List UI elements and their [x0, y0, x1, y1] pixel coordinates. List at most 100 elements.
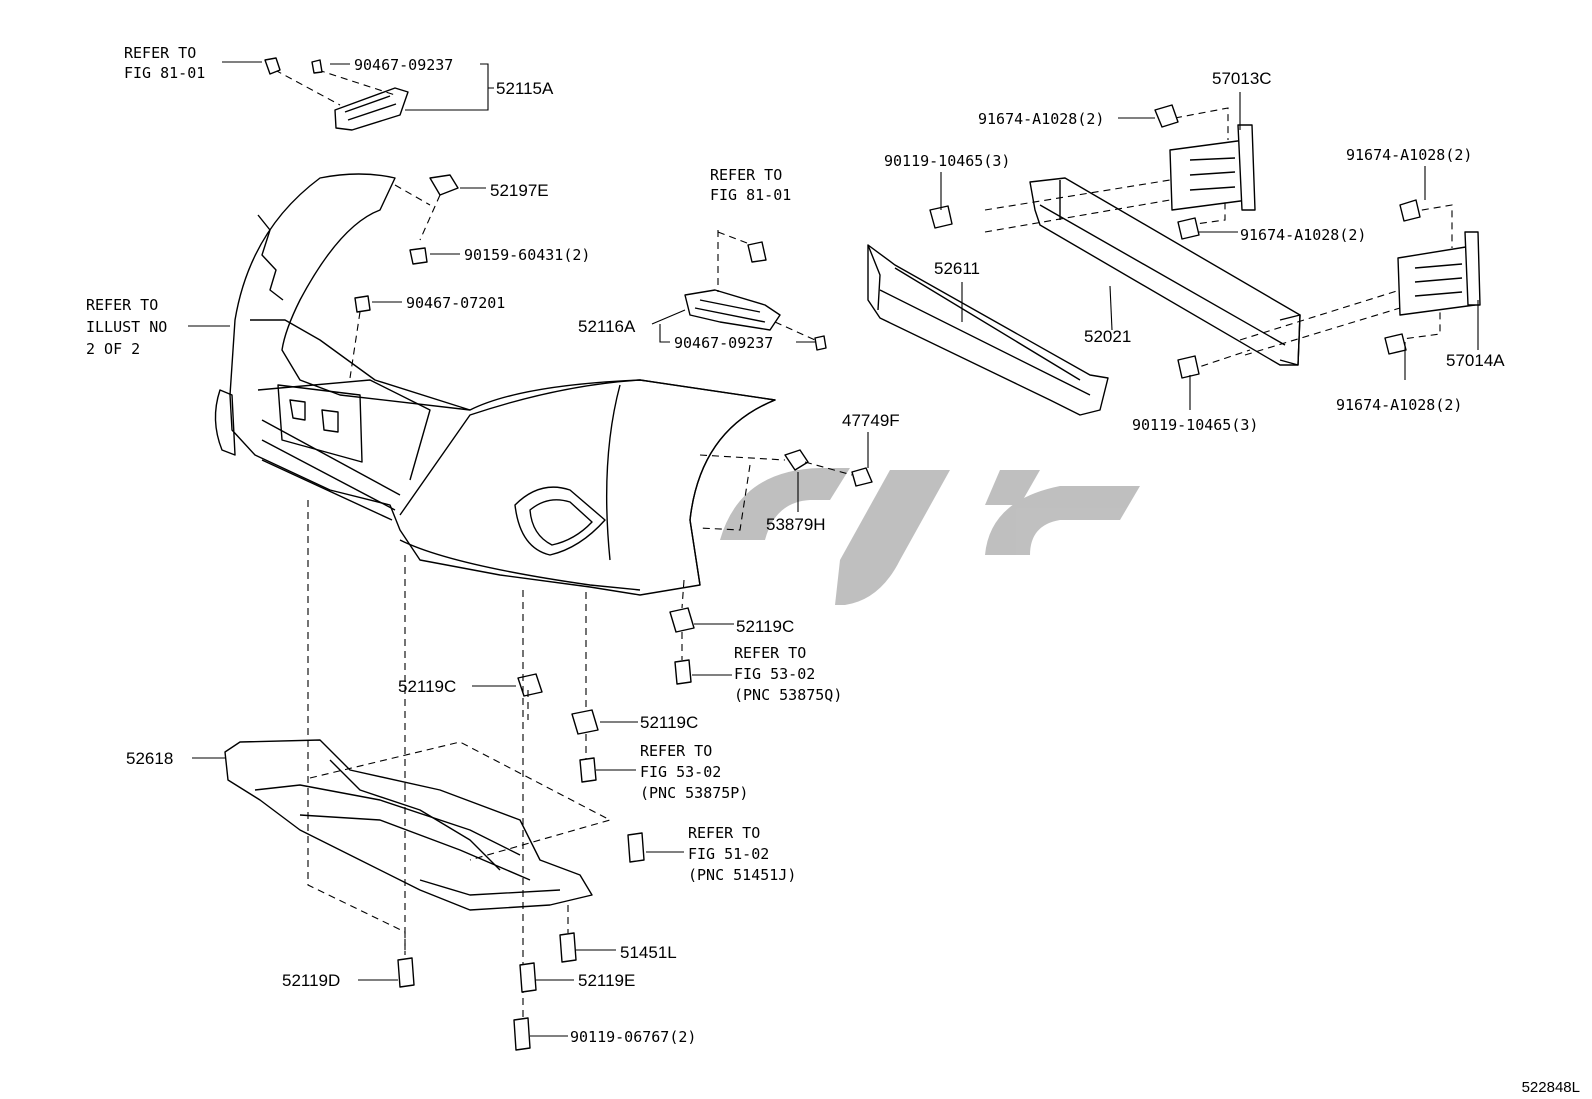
callout-91674-a: 91674-A1028(2) [978, 110, 1104, 128]
screw-52119e-icon [519, 962, 537, 993]
bracket-52116a [684, 230, 827, 351]
callout-line: 91674-A1028(2) [978, 110, 1104, 128]
callout-line: 53879H [766, 515, 826, 534]
clip-52197e-icon [394, 174, 459, 241]
bolt-91674-c-icon [1399, 199, 1421, 222]
callout-line: 91674-A1028(2) [1336, 396, 1462, 414]
bolt-90119-10465-bot-icon [1177, 355, 1200, 379]
callout-90467-09237-top: 90467-09237 [354, 56, 453, 74]
callout-line: 90467-09237 [354, 56, 453, 74]
callout-line: FIG 53-02 [640, 763, 721, 781]
callout-line: REFER TO [688, 824, 760, 842]
callout-line: 52618 [126, 749, 173, 768]
callout-line: (PNC 53875P) [640, 784, 748, 802]
callout-line: 52021 [1084, 327, 1131, 346]
fog-lamp-left [214, 389, 236, 456]
callout-51451l: 51451L [620, 943, 677, 962]
callout-line: 52116A [578, 317, 636, 336]
callout-91674-c: 91674-A1028(2) [1346, 146, 1472, 164]
bracket-57013c-dash-3 [984, 199, 1171, 233]
screw-90119-06767-icon [513, 1017, 531, 1051]
nut-refer-81-01-b-icon [747, 241, 767, 263]
callout-line: FIG 81-01 [710, 186, 791, 204]
bracket-57013c-dash-2 [984, 179, 1171, 211]
reinforcement-52021-end [1279, 314, 1301, 366]
callout-90119-06767: 90119-06767(2) [570, 1028, 696, 1046]
callout-52611: 52611 [934, 259, 980, 278]
watermark-stroke-6 [985, 470, 1040, 505]
bracket-57013c-dash-1 [1174, 107, 1229, 140]
engine-under-cover-52618 [224, 739, 612, 911]
bracket-57013c [984, 107, 1256, 233]
callout-line: REFER TO [86, 296, 158, 314]
reinforcement-52021 [1029, 177, 1301, 366]
callout-line: 91674-A1028(2) [1346, 146, 1472, 164]
callout-line: 52119D [282, 971, 340, 990]
watermark-stroke-4 [835, 470, 950, 605]
bracket-57014a-flange [1464, 231, 1481, 306]
clip-refer-81-01-icon [264, 57, 281, 75]
bracket-52115a-body [334, 87, 409, 131]
callout-52618: 52618 [126, 749, 173, 768]
callout-line: 47749F [842, 411, 900, 430]
under-cover-outline [224, 739, 593, 911]
callout-line: 90467-07201 [406, 294, 505, 312]
bracket-57014a-dash-4 [1394, 310, 1441, 341]
callout-line: 90119-10465(3) [1132, 416, 1258, 434]
bumper-cover-grille-1 [261, 419, 401, 496]
callout-90119-10465-top: 90119-10465(3) [884, 152, 1010, 170]
clip-52119c-mid-icon [571, 592, 599, 760]
callout-refer-81-01-a: REFER TO FIG 81-01 [124, 44, 205, 82]
screw-52119d-icon [397, 957, 415, 988]
callout-line: 52119C [640, 713, 698, 732]
under-cover-rib-4 [419, 879, 561, 896]
bumper-lower-lip [399, 539, 641, 591]
callout-line: FIG 81-01 [124, 64, 205, 82]
callout-52119c-right: 52119C [736, 617, 794, 636]
callout-90467-09237-mid: 90467-09237 [674, 334, 773, 352]
callout-line: 90467-09237 [674, 334, 773, 352]
screw-90159-60431-icon [409, 247, 428, 265]
callout-line: 57014A [1446, 351, 1505, 370]
callout-line: 52119C [736, 617, 794, 636]
callout-52119c-left: 52119C [398, 677, 456, 696]
callout-line: 90119-06767(2) [570, 1028, 696, 1046]
bumper-cover-outline [229, 173, 776, 596]
license-plate-slot-left [289, 399, 306, 421]
bracket-52116a-ribs [694, 299, 766, 323]
bracket-57014a-holes [1414, 263, 1463, 297]
screw-refer-51-02-icon [627, 832, 645, 863]
callout-line: 90159-60431(2) [464, 246, 590, 264]
absorber-52611-body [867, 244, 1109, 416]
bracket-57013c-plate [1169, 139, 1249, 211]
bumper-cover-left-side [257, 214, 284, 301]
bracket-57013c-dash-4 [1187, 200, 1226, 226]
callout-90467-07201: 90467-07201 [406, 294, 505, 312]
absorber-52611-ridge [879, 267, 1091, 396]
callout-52021: 52021 [1084, 327, 1131, 346]
callout-52197e: 52197E [490, 181, 549, 200]
bracket-57014a-dash-3 [1244, 307, 1401, 356]
callout-47749f: 47749F [842, 411, 900, 430]
callout-90119-10465-bot: 90119-10465(3) [1132, 416, 1258, 434]
screw-refer-53-02-q-icon [674, 659, 692, 685]
license-plate-area [277, 384, 363, 463]
bumper-cover-grille-2 [261, 439, 396, 511]
absorber-52611-end [867, 244, 881, 311]
under-cover-rib-3 [329, 759, 501, 871]
callout-line: REFER TO [124, 44, 196, 62]
bumper-cover-grille-3 [261, 459, 393, 521]
corner-panel-crease [605, 384, 621, 561]
screw-47749f-icon [851, 467, 873, 487]
callout-52119d: 52119D [282, 971, 340, 990]
callout-line: REFER TO [734, 644, 806, 662]
callout-line: 91674-A1028(2) [1240, 226, 1366, 244]
callout-line: FIG 53-02 [734, 665, 815, 683]
screw-90467-09237-top-icon [311, 59, 323, 74]
callout-90159-60431: 90159-60431(2) [464, 246, 590, 264]
